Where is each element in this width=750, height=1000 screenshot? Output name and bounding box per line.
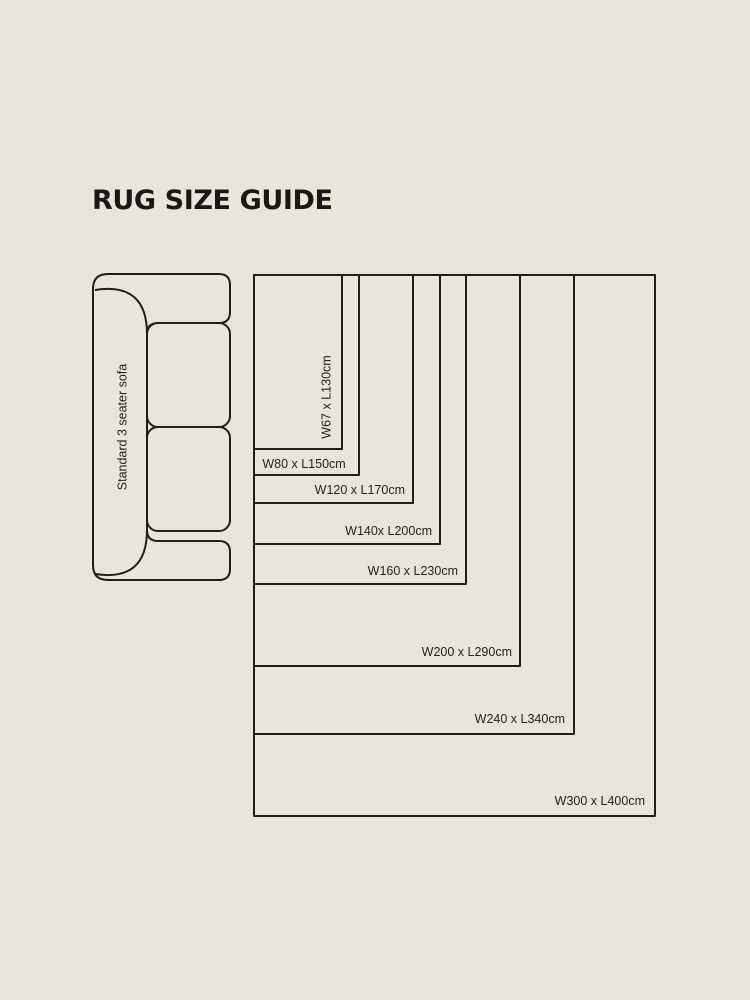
rug-label-w300-l400: W300 x L400cm: [555, 794, 645, 808]
sofa-seat-cushion: [146, 426, 231, 532]
sofa-illustration: Standard 3 seater sofa: [92, 273, 231, 581]
rug-label-w240-l340: W240 x L340cm: [475, 712, 565, 726]
sofa-label: Standard 3 seater sofa: [115, 364, 129, 491]
rug-label-w120-l170: W120 x L170cm: [315, 483, 405, 497]
page-title: RUG SIZE GUIDE: [92, 185, 333, 216]
rug-outline-w67-l130: [253, 274, 343, 450]
rug-sizes: W67 x L130cm W80 x L150cm W120 x L170cm …: [253, 274, 656, 817]
rug-label-w67-l130: W67 x L130cm: [319, 355, 333, 438]
sofa-backrest-curve: [94, 288, 148, 576]
sofa-back: [92, 273, 231, 581]
rug-outline-w80-l150: [253, 274, 360, 476]
rug-label-w200-l290: W200 x L290cm: [422, 645, 512, 659]
rug-label-w160-l230: W160 x L230cm: [368, 564, 458, 578]
rug-label-w80-l150: W80 x L150cm: [262, 457, 345, 471]
sofa-seat-cushion: [146, 322, 231, 428]
rug-label-w140-l200: W140x L200cm: [345, 524, 432, 538]
